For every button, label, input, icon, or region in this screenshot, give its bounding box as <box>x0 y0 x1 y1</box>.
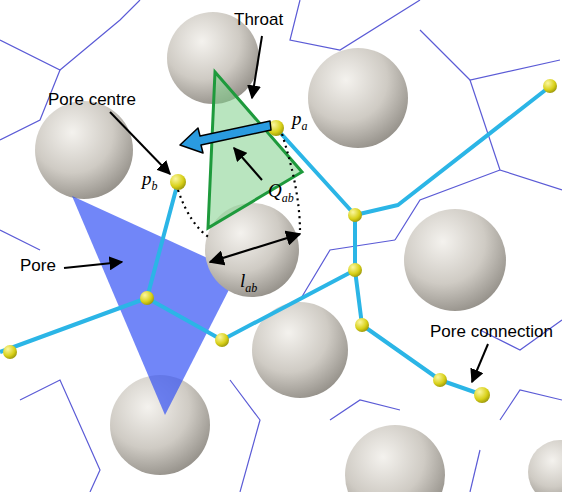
symbol-label: pb <box>142 168 158 194</box>
part-label: Throat <box>234 10 283 30</box>
part-label: Pore connection <box>430 322 553 342</box>
flow-arrow <box>180 121 271 153</box>
pore-connections <box>0 88 548 394</box>
symbol-label: Qab <box>268 180 294 206</box>
grain-spheres <box>35 12 562 492</box>
pore-centres <box>3 79 557 403</box>
throat-length-arrow <box>210 234 300 262</box>
part-label: Pore <box>20 256 56 276</box>
symbol-label: pa <box>292 108 308 134</box>
symbol-label: lab <box>240 270 257 296</box>
part-label: Pore centre <box>48 90 136 110</box>
leader-lines <box>64 36 488 382</box>
throat-triangle <box>208 72 302 228</box>
